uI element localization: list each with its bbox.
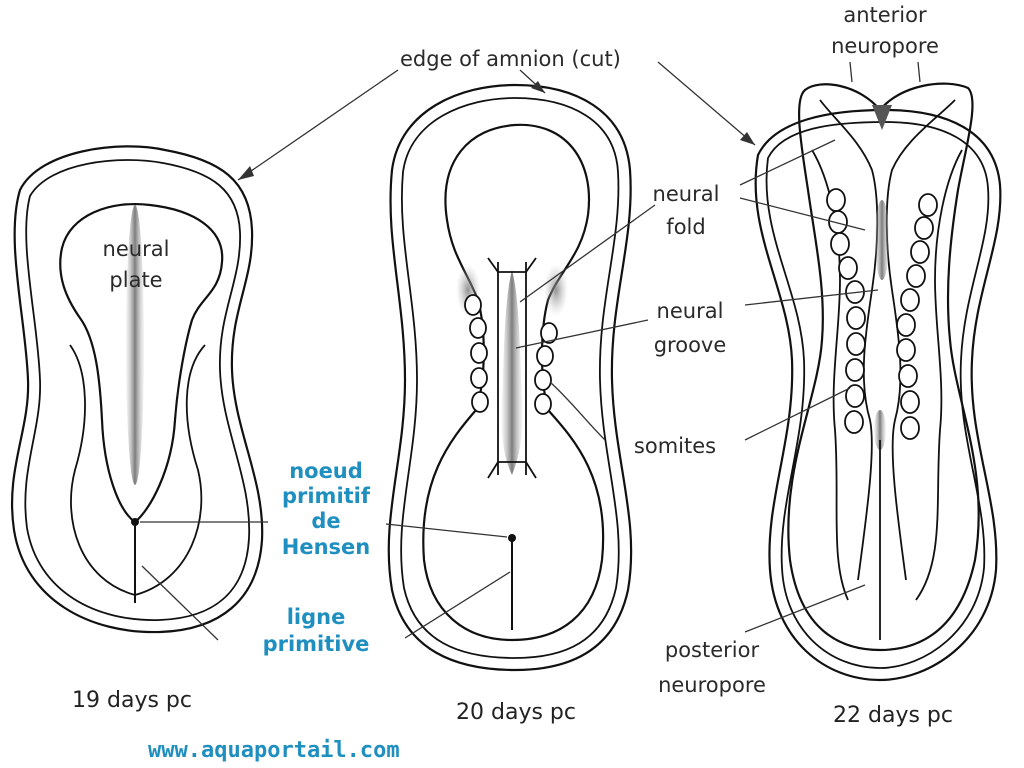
label-neural-fold-2: fold [666,215,705,239]
leader-neural-fold-20 [519,204,656,303]
leader-anterior-np-b [917,61,921,83]
label-posterior-neuropore-1: posterior [665,638,760,662]
leader-somites-22 [744,387,851,441]
caption-22-days: 22 days pc [833,703,953,728]
neural-fold-right-outer-22 [885,99,956,581]
anterior-neuropore-opening-22 [872,105,892,130]
somite [898,364,918,388]
primitive-node-19 [131,518,139,526]
somite [900,288,920,312]
neural-fold-left-outer-22 [819,99,879,581]
embryo-20-days [387,83,633,672]
somite [845,358,865,382]
label-noeud-3: de [311,509,340,533]
neural-groove-shading-22 [875,200,889,280]
primitive-node-20 [508,534,516,542]
label-neural-groove-2: groove [654,333,727,357]
neural-plate-label-1: neural [103,237,170,261]
somite [534,369,552,391]
somite [844,410,864,434]
amnion-inner-20 [400,97,620,659]
caption-19-days: 19 days pc [72,688,192,713]
caption-20-days: 20 days pc [456,700,576,725]
amnion-inner-22 [765,121,990,669]
label-posterior-neuropore-2: neuropore [658,673,766,697]
leader-posterior-np [744,584,866,633]
neural-fold-bottom-20 [487,461,537,479]
somite [469,317,487,339]
embryo-body-22 [787,82,980,652]
posterior-groove-shading-22 [874,410,886,450]
somite [534,393,552,415]
somite [918,193,938,217]
neural-plate-19 [59,203,224,524]
arrowhead [531,81,545,93]
watermark[interactable]: www.aquaportail.com [147,737,402,765]
neural-plate-label-2: plate [109,268,162,292]
somite [830,232,850,256]
leader-lines [140,61,921,641]
leader-streak-20 [404,571,511,639]
somite [900,390,920,414]
leader-neural-groove-20 [515,319,649,349]
amnion-outer-22 [754,108,1002,682]
neural-plate-shading-19 [126,205,144,485]
leader-somites-20 [549,381,606,441]
label-somites: somites [634,434,716,458]
somite [906,264,926,288]
somite [914,216,934,240]
somite [910,240,930,264]
leader-neural-fold-22b [739,197,866,231]
somites-right-22 [896,193,938,440]
somite [838,256,858,280]
label-anterior-neuropore-1: anterior [843,3,927,27]
label-ligne-2: primitive [263,632,370,656]
leader-amnion-19 [237,69,399,181]
leader-anterior-np-a [849,61,853,83]
somite [846,332,866,356]
neural-groove-shading-20 [501,270,523,475]
neural-fold-right-inner-22 [915,149,963,601]
somites-right-20 [534,322,558,415]
somite [846,306,866,330]
somites-left-20 [464,294,489,413]
leader-amnion-22 [657,61,756,146]
label-noeud-4: Hensen [282,535,370,559]
somite [845,384,865,408]
arrowhead [740,132,755,145]
label-neural-fold-1: neural [653,182,720,206]
label-anterior-neuropore-2: neuropore [831,34,939,58]
amnion-inner-19 [24,159,251,621]
somite [464,294,482,316]
somite [471,391,489,413]
arrowhead [238,166,254,180]
leader-streak-19 [141,565,219,641]
leader-neural-groove-22 [744,289,879,306]
somite [470,342,488,364]
label-neural-groove-1: neural [657,299,724,323]
label-edge-of-amnion: edge of amnion (cut) [400,47,621,71]
somite [536,345,554,367]
somite [896,338,916,362]
somite [826,188,846,212]
leader-neural-fold-22a [739,139,836,186]
amnion-outer-19 [10,145,264,634]
neural-fold-top-20 [487,257,537,273]
somites-left-22 [826,188,866,434]
label-ligne-1: ligne [287,605,346,629]
somite [896,313,916,337]
amnion-outer-20 [387,83,633,672]
embryo-19-days: neural plate [10,145,264,634]
somite [540,322,558,344]
label-noeud-1: noeud [289,459,363,483]
somite [900,416,920,440]
leader-node-20 [385,523,508,538]
label-noeud-2: primitif [282,484,371,508]
embryo-22-days [754,82,1002,682]
somite [470,367,488,389]
somite-shading-right-20 [544,264,568,316]
